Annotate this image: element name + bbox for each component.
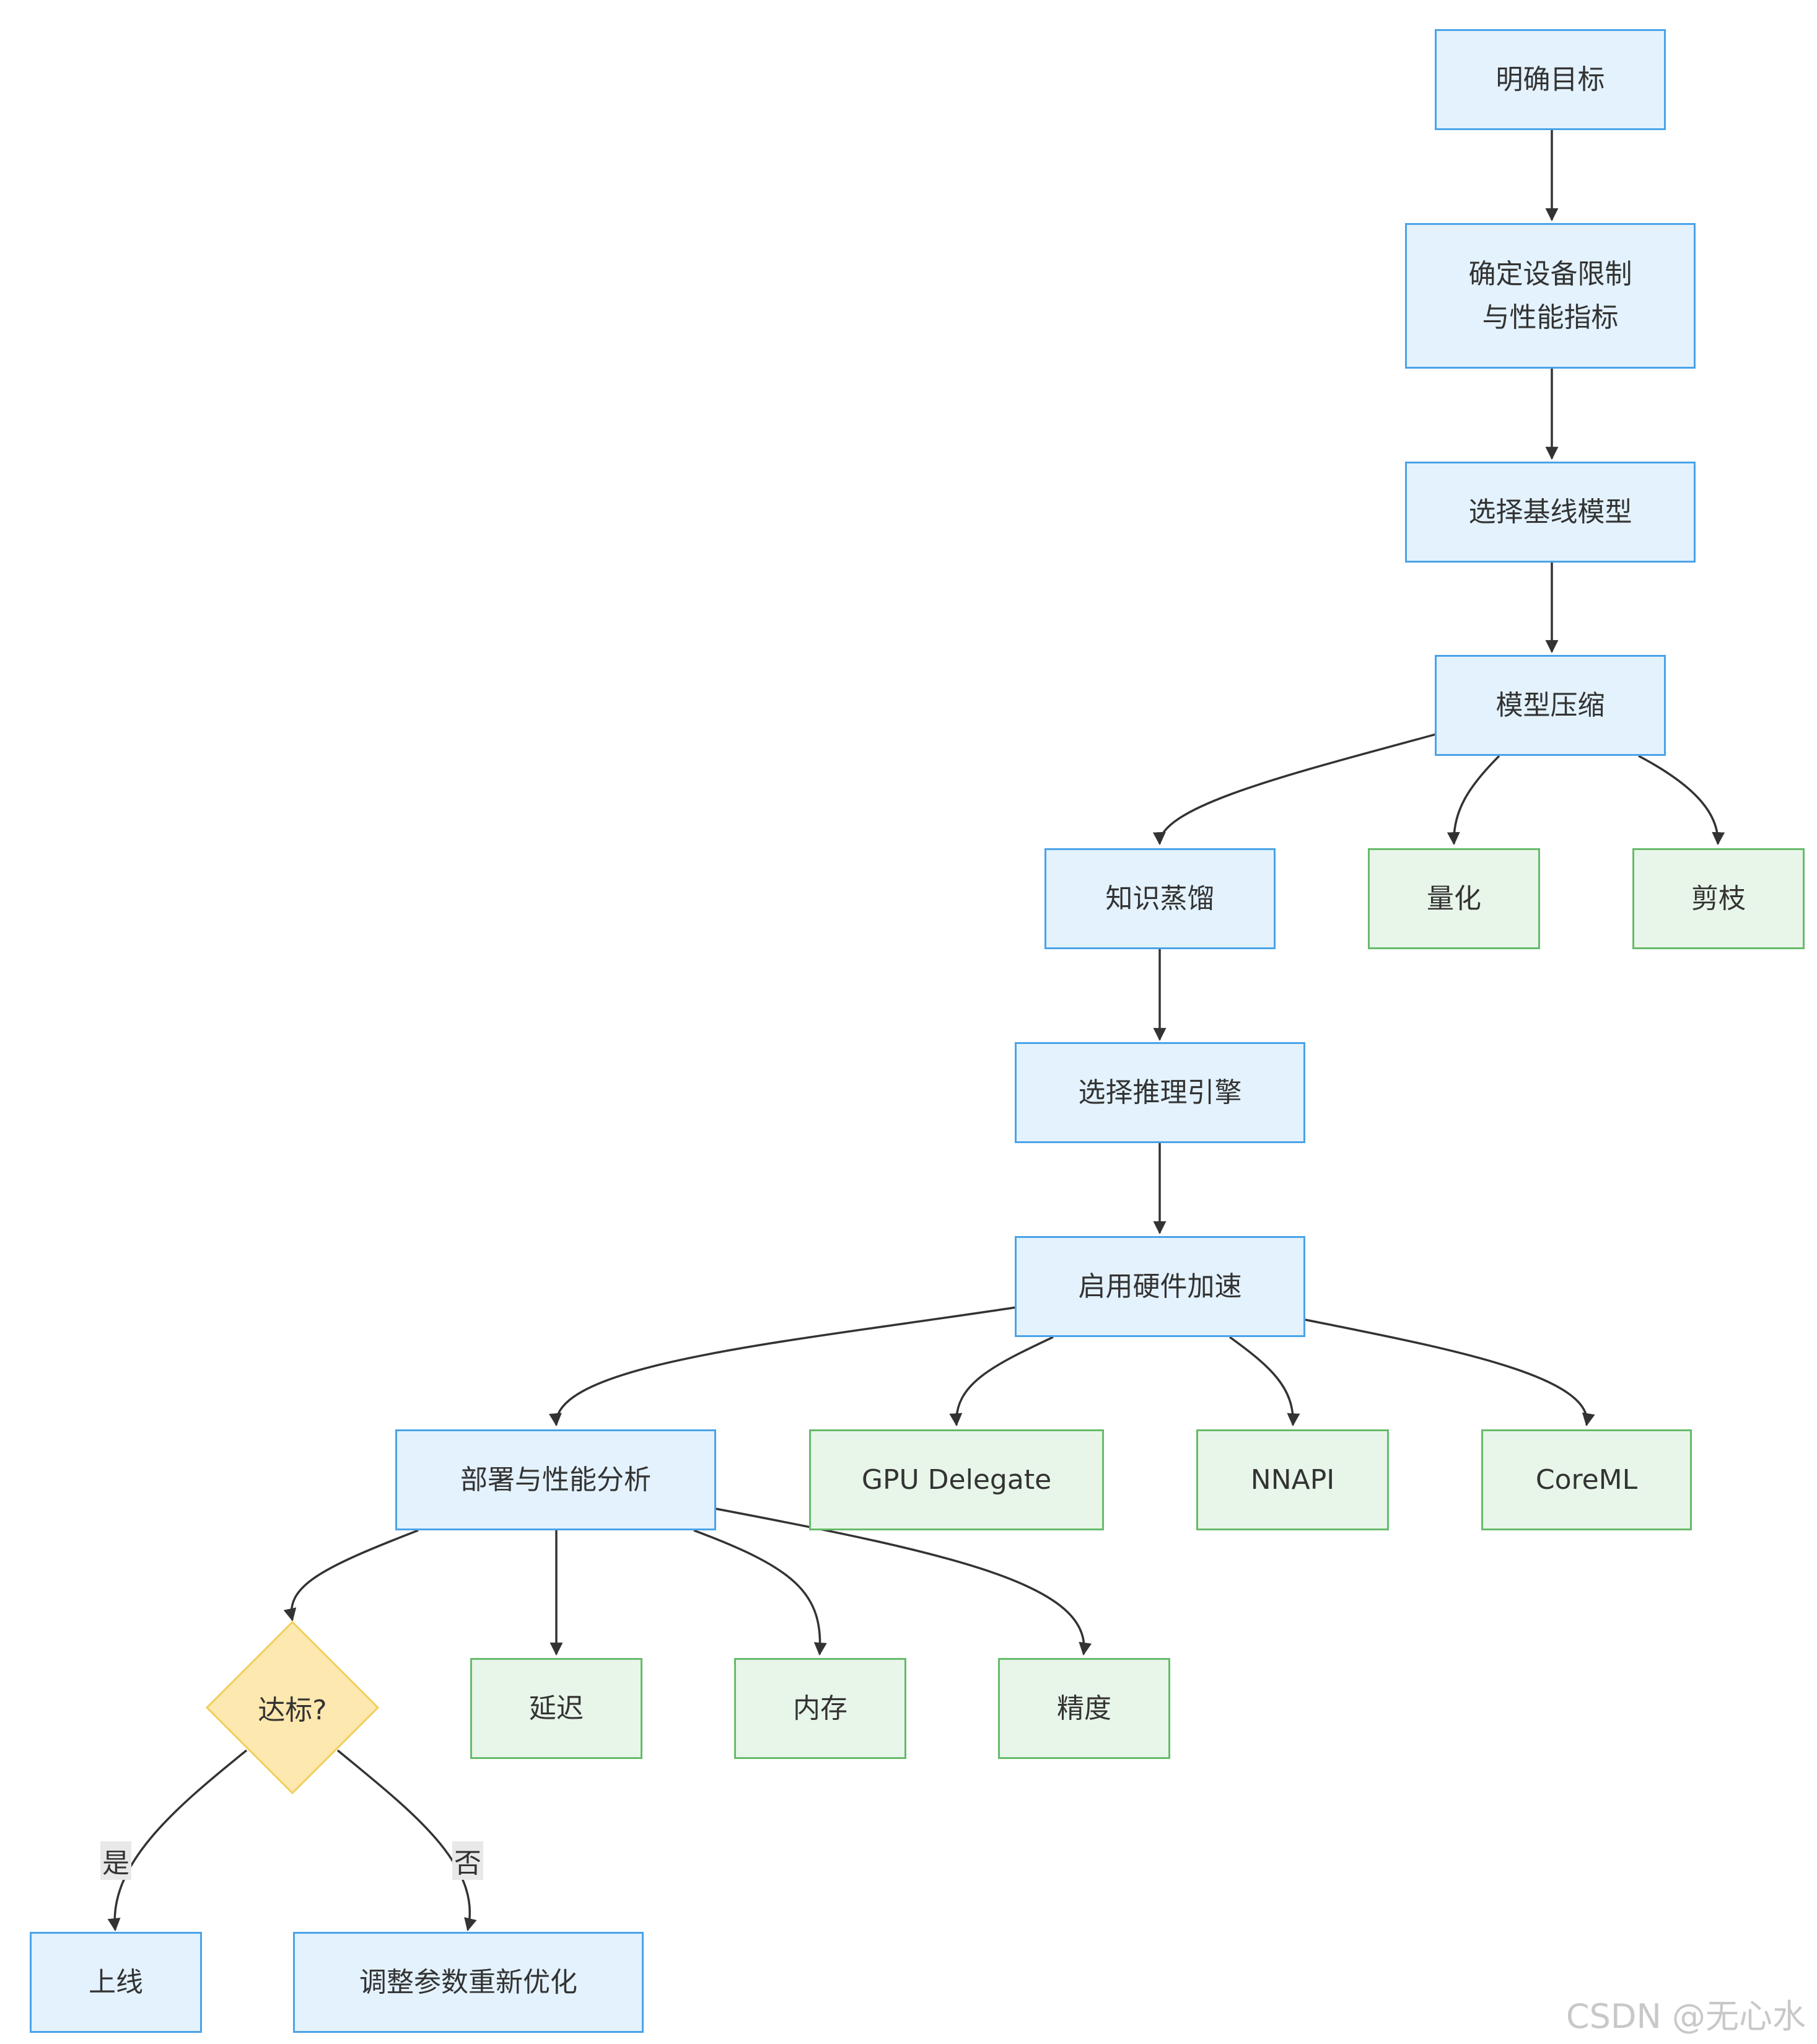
node-quantize-label: 量化 bbox=[1427, 882, 1481, 915]
watermark: CSDN @无心水 bbox=[1565, 1997, 1806, 2036]
node-goal-label: 明确目标 bbox=[1495, 63, 1605, 95]
node-precision: 精度 bbox=[998, 1658, 1170, 1759]
edge-accel-coreml bbox=[1305, 1318, 1595, 1427]
edge-deploy-memory bbox=[693, 1529, 827, 1656]
node-memory-label: 内存 bbox=[793, 1692, 847, 1724]
node-online-label: 上线 bbox=[89, 1966, 143, 1998]
node-accel: 启用硬件加速 bbox=[1015, 1236, 1305, 1337]
edge-decision-online bbox=[107, 1749, 248, 1932]
node-precision-label: 精度 bbox=[1057, 1692, 1111, 1724]
node-nnapi-label: NNAPI bbox=[1250, 1463, 1335, 1496]
node-baseline: 选择基线模型 bbox=[1405, 462, 1696, 563]
edge-decision-retune bbox=[336, 1749, 477, 1932]
node-retune: 调整参数重新优化 bbox=[293, 1932, 644, 2033]
node-latency-label: 延迟 bbox=[529, 1692, 584, 1724]
decision-diamond-shape bbox=[205, 1620, 380, 1795]
node-memory: 内存 bbox=[734, 1658, 906, 1759]
node-latency: 延迟 bbox=[470, 1658, 642, 1759]
edge-compress-quantize bbox=[1447, 755, 1500, 846]
node-compress-label: 模型压缩 bbox=[1495, 689, 1605, 721]
node-compress: 模型压缩 bbox=[1435, 655, 1666, 756]
node-deploy-label: 部署与性能分析 bbox=[460, 1463, 651, 1496]
edge-accel-gpu bbox=[949, 1336, 1054, 1427]
edge-compress-distill bbox=[1152, 733, 1437, 846]
edge-label-no: 否 bbox=[452, 1841, 483, 1880]
node-baseline-label: 选择基线模型 bbox=[1468, 496, 1632, 528]
node-distill-label: 知识蒸馏 bbox=[1105, 882, 1215, 915]
node-decision-label: 达标? bbox=[258, 1695, 327, 1726]
node-deploy: 部署与性能分析 bbox=[395, 1429, 716, 1530]
node-accel-label: 启用硬件加速 bbox=[1078, 1270, 1242, 1302]
node-goal: 明确目标 bbox=[1435, 29, 1666, 130]
node-distill: 知识蒸馏 bbox=[1044, 848, 1276, 949]
node-nnapi: NNAPI bbox=[1196, 1429, 1389, 1530]
node-coreml: CoreML bbox=[1481, 1429, 1692, 1530]
node-gpu: GPU Delegate bbox=[809, 1429, 1104, 1530]
edge-compress-prune bbox=[1638, 755, 1725, 846]
node-online: 上线 bbox=[30, 1932, 202, 2033]
node-prune-label: 剪枝 bbox=[1691, 882, 1746, 915]
node-engine: 选择推理引擎 bbox=[1015, 1042, 1305, 1143]
node-retune-label: 调整参数重新优化 bbox=[359, 1966, 577, 1998]
edge-deploy-decision bbox=[283, 1529, 419, 1622]
node-gpu-label: GPU Delegate bbox=[861, 1463, 1052, 1496]
node-constraints-label: 确定设备限制 与性能指标 bbox=[1468, 258, 1632, 333]
edge-accel-deploy bbox=[549, 1306, 1017, 1427]
node-coreml-label: CoreML bbox=[1535, 1463, 1638, 1496]
node-constraints: 确定设备限制 与性能指标 bbox=[1405, 223, 1696, 369]
node-engine-label: 选择推理引擎 bbox=[1078, 1076, 1242, 1108]
node-quantize: 量化 bbox=[1368, 848, 1540, 949]
node-prune: 剪枝 bbox=[1632, 848, 1805, 949]
node-decision: 达标? bbox=[207, 1622, 378, 1793]
edge-deploy-precision bbox=[715, 1507, 1092, 1656]
edge-label-yes: 是 bbox=[100, 1841, 131, 1880]
edge-accel-nnapi bbox=[1228, 1336, 1300, 1427]
